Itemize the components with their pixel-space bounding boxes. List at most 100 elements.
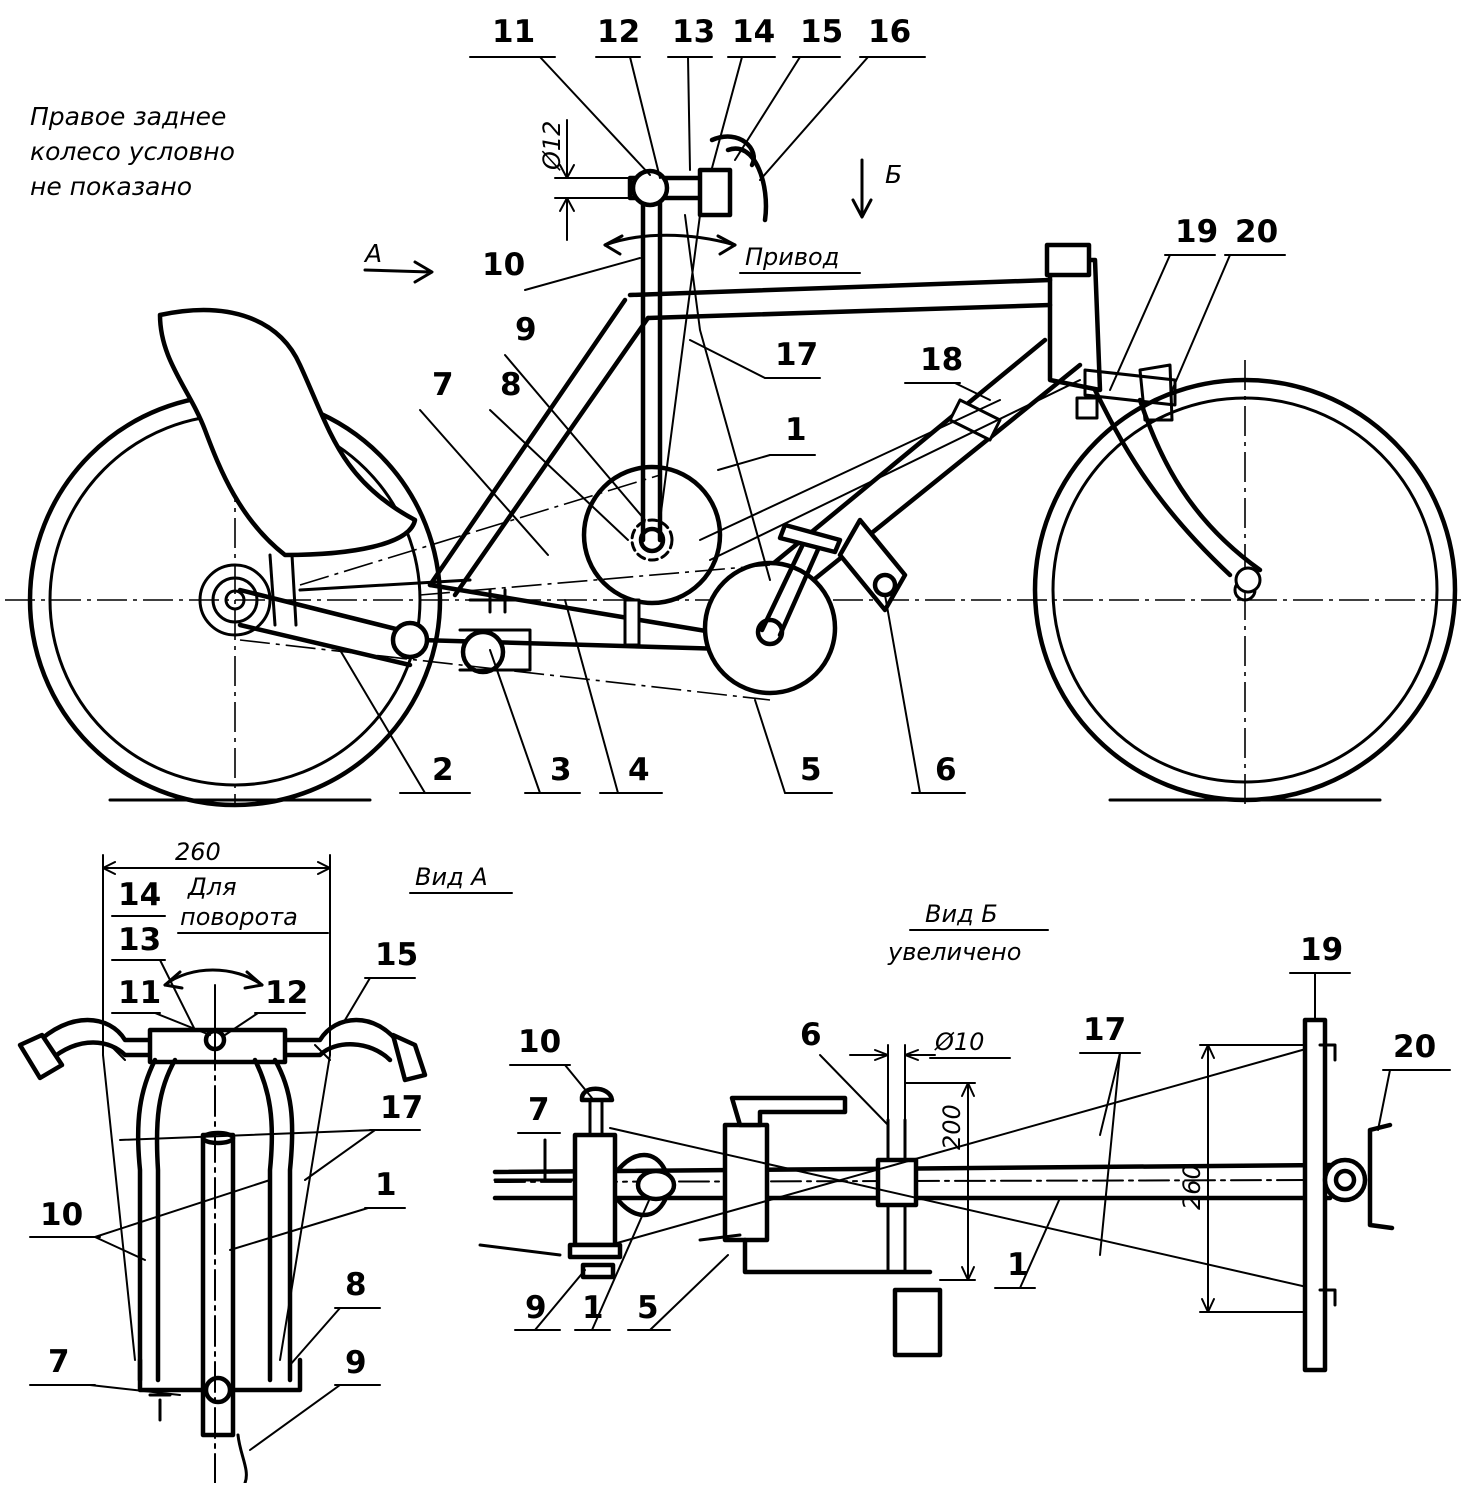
callout-16: 16 <box>868 14 911 50</box>
a-callout-13: 13 <box>118 922 161 958</box>
fork-blade-rear <box>1092 387 1233 578</box>
a-leader-13 <box>159 959 196 1031</box>
b-pedal-block <box>722 1122 770 1243</box>
b-pedal-weight <box>892 1287 943 1358</box>
b-block-7-base <box>567 1242 623 1260</box>
drive-label: Привод <box>745 243 839 271</box>
b-dia10-arrow-left <box>849 1049 889 1061</box>
idler-bracket <box>458 628 532 672</box>
b-callout-6: 6 <box>800 1017 822 1053</box>
chain-mid-run <box>419 564 771 596</box>
control-cable <box>659 214 701 521</box>
main-tube-top <box>200 1130 236 1146</box>
callout-9: 9 <box>515 312 537 348</box>
b-leader-10 <box>564 1064 593 1099</box>
b-leader-9 <box>534 1269 586 1331</box>
b-callout-5: 5 <box>637 1290 659 1326</box>
b-260-label: 260 <box>1178 1164 1206 1210</box>
seat-stay-lower <box>452 315 651 598</box>
a-callout-11: 11 <box>118 975 161 1011</box>
steering-arm-19 <box>1138 363 1174 422</box>
chain-lower-run <box>239 639 771 701</box>
b-bracket-20 <box>1367 1122 1395 1231</box>
drive-arc-arrow-right <box>716 234 737 256</box>
view-arrow-a: A <box>363 239 434 284</box>
leader-13 <box>687 56 691 171</box>
turn-label-line-1: Для <box>187 873 237 901</box>
rear-hub <box>211 576 259 624</box>
b-crank-arm <box>742 1237 933 1275</box>
b-dimension-dia10: Ø10 <box>849 1028 1011 1121</box>
chainwheel-disc <box>581 464 723 606</box>
b-cable-17b <box>609 1044 1321 1246</box>
b-dimension-260: 260 <box>1178 1044 1306 1313</box>
column-arm-left-inner <box>154 1057 178 1383</box>
column-arm-right-inner <box>252 1057 275 1383</box>
a-dim-line-260 <box>102 861 331 875</box>
fork-blade-front <box>1137 397 1263 573</box>
b-leader-6 <box>819 1054 889 1126</box>
steering-link-1b <box>709 379 1081 561</box>
b-260-line <box>1201 1044 1215 1313</box>
arrow-b-icon <box>851 158 873 219</box>
turn-arc-arrows <box>163 970 264 990</box>
b-200-line <box>961 1082 975 1281</box>
b-bracket-shaft <box>886 1118 907 1274</box>
leader-12 <box>629 56 661 179</box>
a-callout-8: 8 <box>345 1267 367 1303</box>
b-pedal <box>729 1095 848 1128</box>
a-callout-14: 14 <box>118 877 161 913</box>
fork-clamp-bolt <box>1075 396 1099 420</box>
a-leader-8 <box>289 1307 341 1366</box>
leader-11 <box>539 56 651 176</box>
note-line-1: Правое заднее <box>30 102 226 131</box>
head-tube-cap <box>1044 242 1092 278</box>
drive-arc-arrow-left <box>603 234 624 256</box>
a-leader-1 <box>229 1207 369 1251</box>
a-leader-12 <box>224 1012 259 1036</box>
callout-13: 13 <box>672 14 715 50</box>
leader-9 <box>504 354 646 521</box>
b-column-10-cap <box>579 1086 615 1103</box>
callout-15: 15 <box>800 14 843 50</box>
dia12-arrow-bottom <box>559 197 575 241</box>
b-callout-9: 9 <box>525 1290 547 1326</box>
leader-15 <box>734 56 801 161</box>
grip-right <box>390 1032 428 1083</box>
b-steering-pivot-inner <box>1333 1168 1357 1192</box>
leader-8 <box>489 409 629 541</box>
callout-8: 8 <box>500 367 522 403</box>
a-callout-9: 9 <box>345 1345 367 1381</box>
rear-hub-drum <box>198 563 272 637</box>
view-a: Вид А 260 Для поворота <box>17 838 513 1485</box>
down-tube-upper <box>732 337 1048 598</box>
leader-6 <box>884 594 921 794</box>
seat-stay-upper <box>427 297 628 588</box>
callout-1: 1 <box>785 412 807 448</box>
bracket-bolt <box>872 572 898 598</box>
main-side-view: A Б Ø12 Привод 11 12 13 <box>5 14 1465 808</box>
b-callout-17: 17 <box>1083 1012 1126 1048</box>
drive-arc <box>603 233 737 247</box>
b-callout-1-left: 1 <box>582 1290 604 1326</box>
column-arm-right-outer <box>272 1057 295 1383</box>
note-line-2: колесо условно <box>30 137 235 166</box>
leader-10 <box>524 257 641 291</box>
callout-5: 5 <box>800 752 822 788</box>
arrow-a-icon <box>363 260 434 284</box>
brake-cable-17 <box>684 214 771 581</box>
seat-post-right <box>290 553 298 627</box>
b-block-7 <box>572 1132 618 1248</box>
a-leader-10a <box>94 1236 146 1261</box>
leader-19 <box>1109 254 1171 391</box>
bottom-pivot <box>203 1375 233 1405</box>
callout-17: 17 <box>775 337 818 373</box>
front-fork <box>1083 363 1263 594</box>
b-fork-joint <box>615 1152 668 1218</box>
b-stay-7 <box>493 1138 577 1182</box>
callout-14: 14 <box>732 14 775 50</box>
chain-upper-run <box>299 474 661 586</box>
leader-7 <box>419 409 549 556</box>
callout-20: 20 <box>1235 214 1278 250</box>
leader-18 <box>954 382 991 401</box>
